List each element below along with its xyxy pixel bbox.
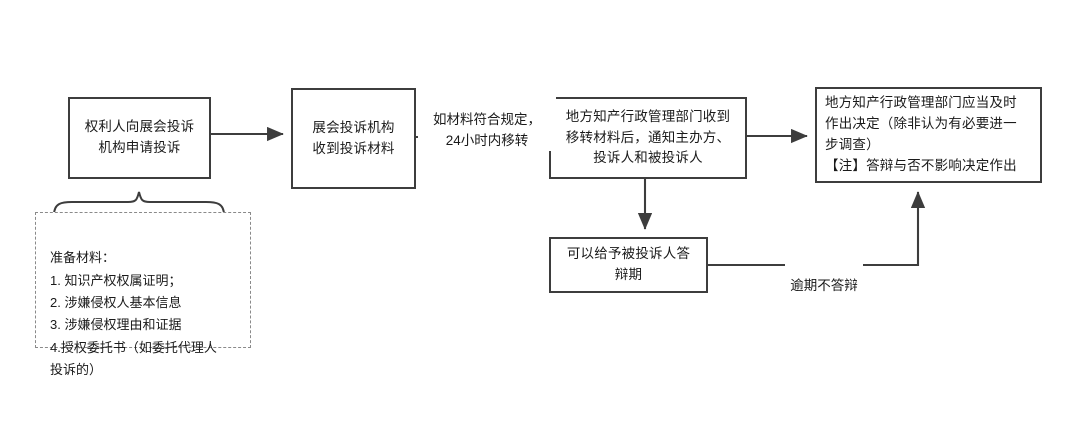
edge-defense-to-decision	[708, 191, 926, 267]
node-local-ip-dept-notifies[interactable]: 地方知产行政管理部门收到 移转材料后，通知主办方、 投诉人和被投诉人	[549, 97, 747, 179]
edge-label-transfer-condition-text: 如材料符合规定， 24小时内移转	[433, 112, 541, 148]
node-rights-holder-complaint-label: 权利人向展会投诉 机构申请投诉	[84, 119, 195, 155]
edge-label-transfer-condition: 如材料符合规定， 24小时内移转	[418, 90, 556, 151]
edge-label-no-defense-overdue-text: 逾期不答辩	[790, 278, 858, 294]
node-defense-period-label: 可以给予被投诉人答 辩期	[566, 246, 691, 282]
node-fair-office-receives[interactable]: 展会投诉机构 收到投诉材料	[291, 88, 416, 189]
node-fair-office-receives-label: 展会投诉机构 收到投诉材料	[312, 119, 395, 156]
node-local-ip-dept-notifies-label: 地方知产行政管理部门收到 移转材料后，通知主办方、 投诉人和被投诉人	[565, 108, 731, 166]
preparation-materials-note: 准备材料： 1. 知识产权权属证明； 2. 涉嫌侵权人基本信息 3. 涉嫌侵权理…	[35, 212, 251, 377]
node-local-ip-dept-decision[interactable]: 地方知产行政管理部门应当及时 作出决定（除非认为有必要进一 步调查） 【注】答辩…	[815, 87, 1042, 183]
node-local-ip-dept-decision-label: 地方知产行政管理部门应当及时 作出决定（除非认为有必要进一 步调查） 【注】答辩…	[825, 95, 1017, 173]
node-rights-holder-complaint[interactable]: 权利人向展会投诉 机构申请投诉	[68, 97, 211, 179]
preparation-materials-note-text: 准备材料： 1. 知识产权权属证明； 2. 涉嫌侵权人基本信息 3. 涉嫌侵权理…	[50, 250, 217, 378]
edge-label-no-defense-overdue: 逾期不答辩	[785, 256, 863, 297]
node-defense-period[interactable]: 可以给予被投诉人答 辩期	[549, 237, 708, 293]
